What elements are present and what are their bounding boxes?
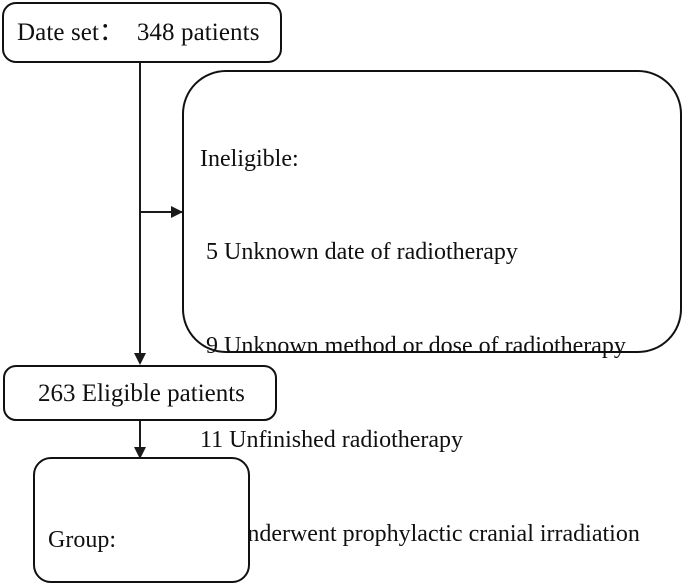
node-ineligible-heading: Ineligible:	[200, 145, 299, 172]
node-ineligible-body: Ineligible: 5 Unknown date of radiothera…	[184, 81, 680, 586]
node-ineligible-item: 27 Underwent prophylactic cranial irradi…	[200, 521, 640, 548]
node-ineligible-item: 5 Unknown date of radiotherapy	[200, 239, 518, 266]
arrow-down-icon	[134, 353, 146, 365]
node-eligible-patients: 263 Eligible patients	[3, 365, 277, 421]
node-group: Group: 79 WBRT+boost 140 WBRT 44 SRS	[33, 457, 250, 583]
connector-dataset-to-ineligible	[139, 211, 183, 213]
node-ineligible-item: 9 Unknown method or dose of radiotherapy	[200, 333, 626, 360]
connector-eligible-to-group	[139, 421, 141, 450]
node-date-set-label: Date set： 348 patients	[17, 19, 260, 46]
node-ineligible: Ineligible: 5 Unknown date of radiothera…	[182, 70, 682, 547]
node-ineligible-item: 11 Unfinished radiotherapy	[200, 427, 464, 454]
node-group-heading: Group:	[48, 527, 116, 553]
arrow-down-icon	[134, 447, 146, 459]
node-eligible-label: 263 Eligible patients	[38, 379, 245, 407]
node-date-set: Date set： 348 patients	[2, 2, 282, 63]
arrow-right-icon	[171, 206, 183, 218]
node-group-body: Group: 79 WBRT+boost 140 WBRT 44 SRS	[35, 465, 248, 586]
connector-dataset-vertical	[139, 62, 141, 355]
